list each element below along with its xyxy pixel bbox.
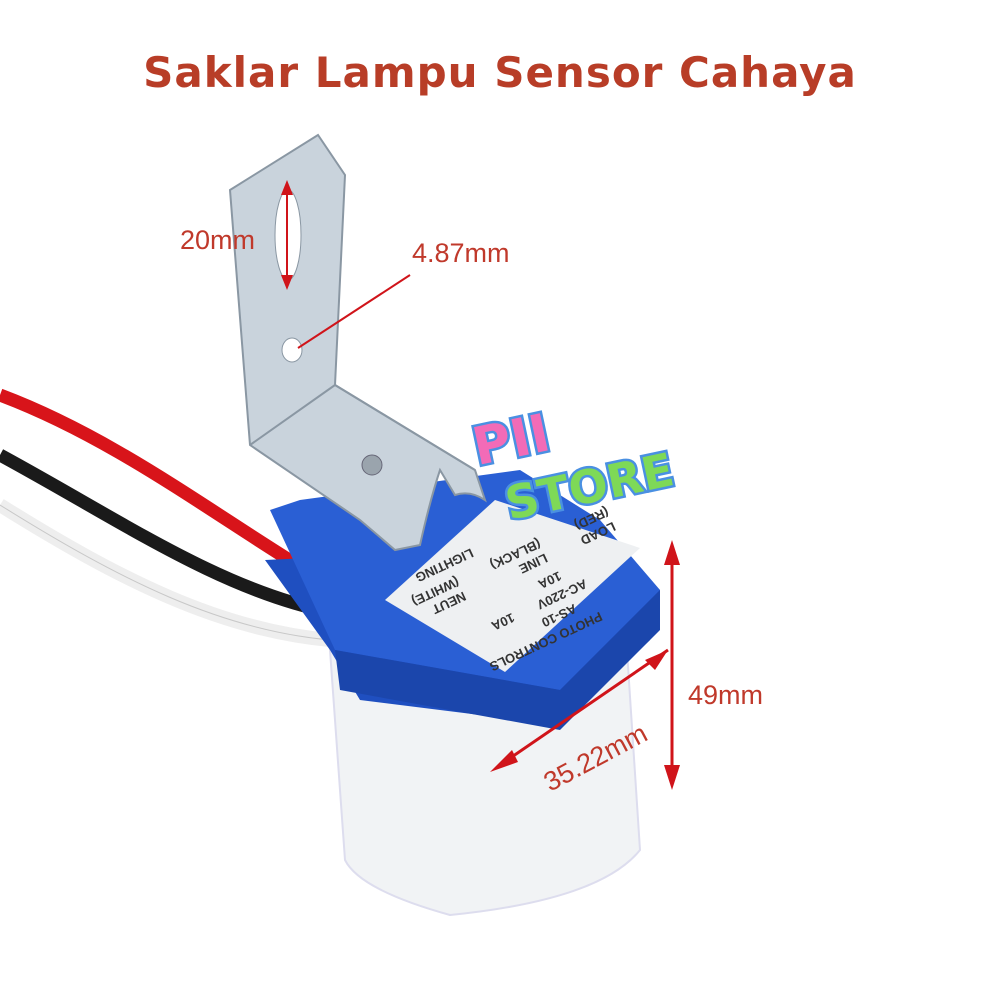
dimension-slot-length: 20mm — [180, 225, 255, 255]
metal-bracket — [228, 133, 487, 552]
wires — [0, 388, 334, 647]
dimension-hole-diameter: 4.87mm — [412, 238, 510, 268]
logo-line1: PII — [468, 403, 556, 478]
dimension-height: 49mm — [688, 680, 763, 710]
dimension-markers — [281, 180, 680, 790]
page-title: Saklar Lampu Sensor Cahaya — [143, 48, 857, 97]
